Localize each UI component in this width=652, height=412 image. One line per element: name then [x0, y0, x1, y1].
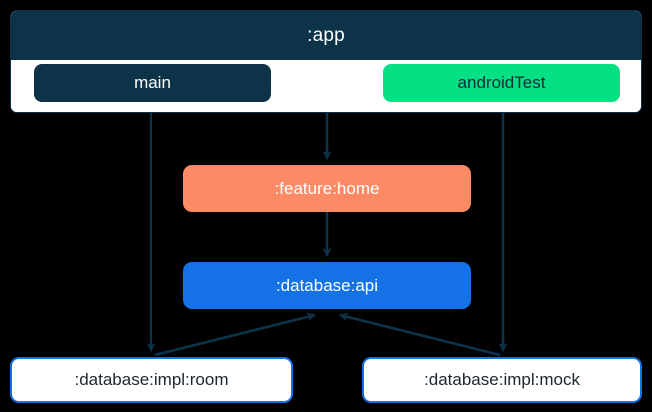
- subgraph-app-body: main androidTest: [11, 60, 641, 112]
- edge-database-impl-mock-to-database-api: [339, 312, 501, 357]
- subgraph-app[interactable]: :app main androidTest: [10, 10, 642, 113]
- node-database-impl-mock[interactable]: :database:impl:mock: [362, 357, 642, 403]
- node-feature-home[interactable]: :feature:home: [183, 165, 471, 212]
- node-database-api[interactable]: :database:api: [183, 262, 471, 309]
- node-database-impl-room[interactable]: :database:impl:room: [10, 357, 293, 403]
- node-android-test[interactable]: androidTest: [383, 64, 620, 102]
- subgraph-app-title: :app: [11, 11, 641, 60]
- node-main[interactable]: main: [34, 64, 271, 102]
- edge-database-impl-room-to-database-api: [154, 312, 316, 357]
